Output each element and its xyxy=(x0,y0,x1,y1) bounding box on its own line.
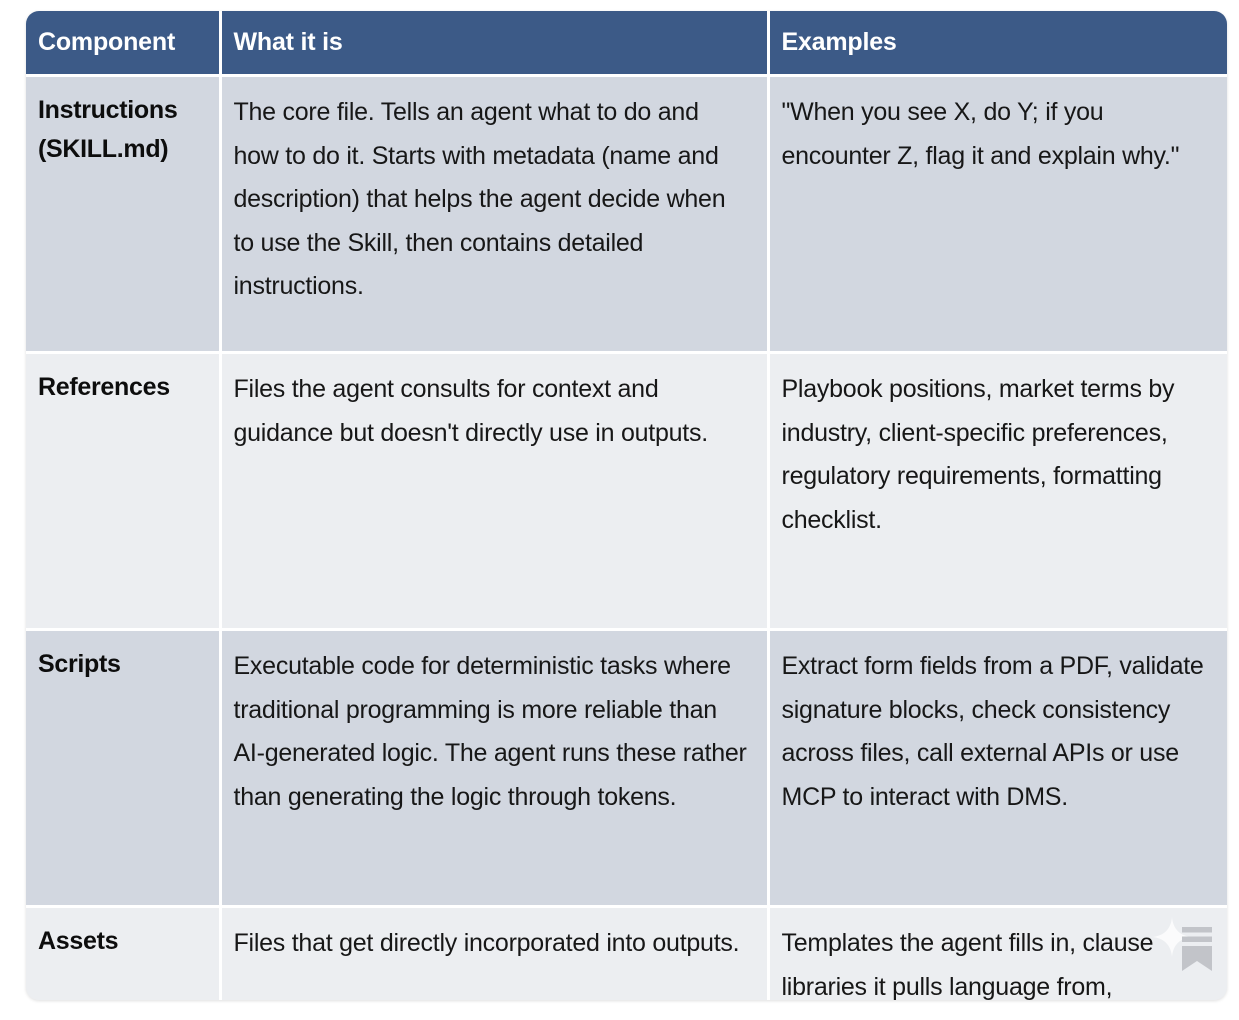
cell-component-instructions: Instructions (SKILL.md) xyxy=(26,74,222,353)
table-body: Instructions (SKILL.md) The core file. T… xyxy=(26,74,1227,1000)
cell-component-assets: Assets xyxy=(26,905,222,1000)
skill-components-table-container: Component What it is Examples Instructio… xyxy=(26,11,1227,1000)
cell-component-references: References xyxy=(26,351,222,630)
table-row: Instructions (SKILL.md) The core file. T… xyxy=(26,74,1227,353)
cell-what-it-is-assets: Files that get directly incorporated int… xyxy=(220,905,770,1000)
cell-component-scripts: Scripts xyxy=(26,628,222,907)
cell-examples-references: Playbook positions, market terms by indu… xyxy=(768,351,1227,630)
column-header-examples: Examples xyxy=(768,11,1227,76)
cell-what-it-is-scripts: Executable code for deterministic tasks … xyxy=(220,628,770,907)
column-header-component: Component xyxy=(26,11,222,76)
table-header-row: Component What it is Examples xyxy=(26,11,1227,76)
cell-examples-scripts: Extract form fields from a PDF, validate… xyxy=(768,628,1227,907)
cell-examples-assets: Templates the agent fills in, clause lib… xyxy=(768,905,1227,1000)
table-row: References Files the agent consults for … xyxy=(26,351,1227,630)
cell-examples-instructions: "When you see X, do Y; if you encounter … xyxy=(768,74,1227,353)
cell-what-it-is-instructions: The core file. Tells an agent what to do… xyxy=(220,74,770,353)
table-row: Assets Files that get directly incorpora… xyxy=(26,905,1227,1000)
column-header-what-it-is: What it is xyxy=(220,11,770,76)
table-header: Component What it is Examples xyxy=(26,11,1227,76)
cell-what-it-is-references: Files the agent consults for context and… xyxy=(220,351,770,630)
skill-components-table: Component What it is Examples Instructio… xyxy=(26,11,1227,1000)
table-row: Scripts Executable code for deterministi… xyxy=(26,628,1227,907)
